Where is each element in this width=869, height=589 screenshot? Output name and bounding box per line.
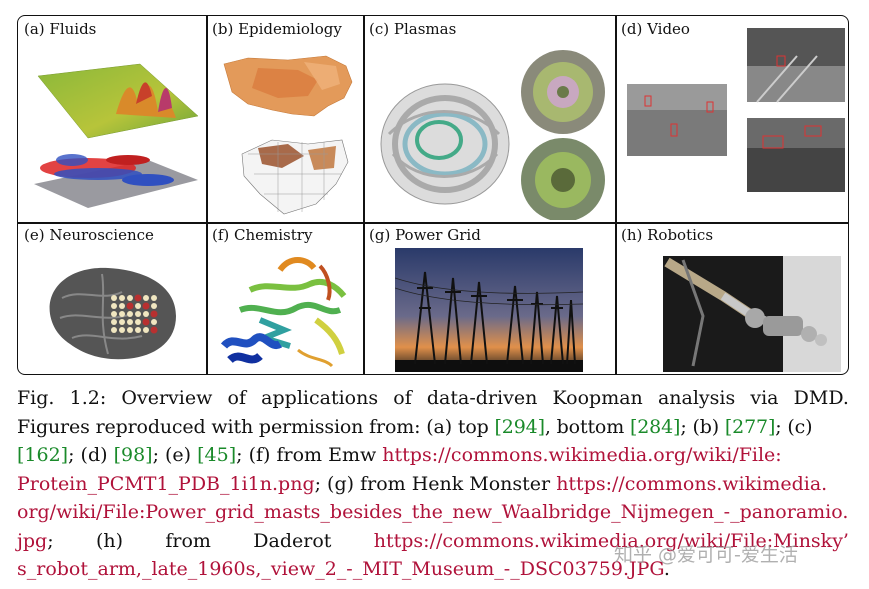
caption-text: . (663, 558, 670, 580)
caption-text: Daderot (253, 529, 332, 552)
caption-word: via (750, 387, 779, 409)
citation-link[interactable]: [162] (17, 444, 69, 466)
plasmas-image (380, 50, 605, 220)
url-link[interactable]: Protein_PCMT1_PDB_1i1n.png (17, 472, 315, 495)
panel-label: (b) Epidemiology (212, 20, 342, 38)
url-link[interactable]: s_robot_arm,_late_1960s,_view_2_-_MIT_Mu… (17, 558, 664, 580)
panel-label: (c) Plasmas (369, 20, 457, 38)
caption-word: applications (261, 387, 379, 409)
panel-chemistry: (f) Chemistry (206, 222, 363, 374)
panel-fluids: (a) Fluids (18, 16, 206, 222)
caption-word: analysis (657, 387, 736, 409)
robot-arm-photo (663, 256, 841, 372)
url-link[interactable]: jpg (17, 529, 48, 552)
panel-plasmas: (c) Plasmas (363, 16, 615, 222)
video-frames-image (627, 28, 845, 192)
caption-text: ; (c) (775, 415, 813, 438)
panel-label: (g) Power Grid (369, 226, 481, 244)
grid-divider (615, 16, 617, 374)
caption-word: of (393, 387, 412, 409)
panel-label: (f) Chemistry (212, 226, 313, 244)
caption-text: ; (b) (680, 415, 725, 438)
figure-panel-grid: (a) Fluids (b) Epidemiology (17, 15, 849, 375)
caption-line-7: s_robot_arm,_late_1960s,_view_2_-_MIT_Mu… (17, 555, 849, 584)
caption-text: ; (d) (68, 444, 114, 466)
caption-word: Fig. (17, 387, 55, 409)
panel-robotics: (h) Robotics (615, 222, 848, 374)
caption-word: Koopman (552, 387, 643, 409)
caption-line-2: Figures reproduced with permission from:… (17, 413, 849, 442)
caption-word: 1.2: (69, 387, 107, 409)
panel-video: (d) Video (615, 16, 848, 222)
brain-electrodes-image (49, 267, 176, 360)
url-link[interactable]: https://commons.wikimedia.org/wiki/File: (382, 444, 782, 466)
figure-caption: Fig. 1.2: Overview of applications of da… (17, 384, 849, 584)
panel-label: (e) Neuroscience (24, 226, 154, 244)
panel-label: (a) Fluids (24, 20, 97, 38)
watermark: 知乎 @爱可可-爱生活 (614, 544, 798, 566)
caption-line-6: jpg; (h) from Daderot https://commons.wi… (17, 527, 849, 556)
caption-line-4: Protein_PCMT1_PDB_1i1n.png; (g) from Hen… (17, 470, 849, 499)
epidemiology-maps-image (223, 55, 353, 215)
caption-text: ; (47, 529, 54, 552)
caption-word: Overview (121, 387, 213, 409)
caption-word: data-driven (426, 387, 538, 409)
panel-power-grid: (g) Power Grid (363, 222, 615, 374)
grid-divider (206, 16, 208, 374)
caption-text: Figures reproduced with permission from:… (17, 415, 495, 438)
caption-text: ; (g) from Henk Monster (314, 472, 557, 495)
citation-link[interactable]: [45] (197, 444, 237, 466)
caption-text: ; (e) (152, 444, 198, 466)
caption-line-3: [162]; (d) [98]; (e) [45]; (f) from Emw … (17, 441, 849, 470)
panel-neuroscience: (e) Neuroscience (18, 222, 206, 374)
caption-text: ; (f) from Emw (236, 444, 383, 466)
panel-label: (h) Robotics (621, 226, 714, 244)
citation-link[interactable]: [98] (113, 444, 153, 466)
caption-line-1: Fig. 1.2: Overview of applications of da… (17, 384, 849, 413)
caption-text: (h) (95, 529, 124, 552)
url-link[interactable]: org/wiki/File:Power_grid_masts_besides_t… (17, 501, 849, 523)
grid-divider (363, 16, 365, 374)
url-link[interactable]: https://commons.wikimedia.org/wiki/File:… (373, 529, 849, 552)
protein-structure-image (220, 257, 347, 368)
citation-link[interactable]: [277] (724, 415, 776, 438)
power-grid-photo (395, 248, 583, 372)
panel-epidemiology: (b) Epidemiology (206, 16, 363, 222)
caption-word: of (227, 387, 247, 409)
fluids-image (34, 63, 199, 208)
caption-word: DMD. (793, 387, 849, 409)
panel-label: (d) Video (621, 20, 690, 38)
caption-text: jpg; (17, 527, 54, 556)
citation-link[interactable]: [294] (494, 415, 545, 438)
caption-line-5: org/wiki/File:Power_grid_masts_besides_t… (17, 498, 849, 527)
caption-text: from (165, 529, 211, 552)
citation-link[interactable]: [284] (629, 415, 681, 438)
grid-divider (18, 222, 848, 224)
caption-text: , bottom (544, 415, 630, 438)
url-link[interactable]: https://commons.wikimedia. (556, 472, 828, 495)
